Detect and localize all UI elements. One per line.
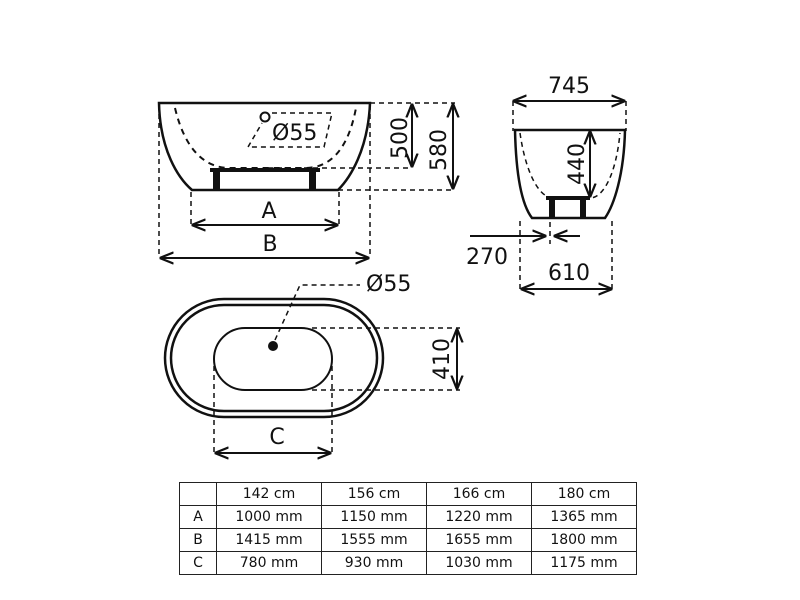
top-view-extension-lines [213,327,460,455]
table-row: B 1415 mm 1555 mm 1655 mm 1800 mm [179,528,637,552]
table-cell: 1000 mm [216,505,322,529]
label-610: 610 [548,261,590,286]
table-cell: 1555 mm [321,528,427,552]
table-row-label: A [179,505,217,529]
end-view-foot-right [580,199,586,217]
table-header-cell: 142 cm [216,482,322,506]
label-b: B [262,232,277,257]
label-270: 270 [466,245,508,270]
top-view [163,284,460,455]
table-cell: 1030 mm [426,551,532,575]
end-view-tub-outline [513,128,627,220]
end-view-inner-basin [519,132,621,199]
table-header-cell: 166 cm [426,482,532,506]
top-view-drain-diameter: Ø55 [366,272,411,297]
top-view-drain-hole [268,341,278,351]
top-view-outer-rim [163,297,385,419]
table-cell: 1655 mm [426,528,532,552]
table-row: A 1000 mm 1150 mm 1220 mm 1365 mm [179,505,637,529]
table-cell: 1175 mm [531,551,637,575]
table-cell: 1150 mm [321,505,427,529]
table-cell: 930 mm [321,551,427,575]
table-header-corner [179,482,217,506]
side-view-drain-callout [246,112,333,148]
table-row: C 780 mm 930 mm 1030 mm 1175 mm [179,551,637,575]
side-view-overflow-hole [259,111,271,123]
side-view-foot-left [213,171,220,189]
label-745: 745 [548,74,590,99]
label-500: 500 [388,117,413,159]
label-a: A [261,199,276,224]
top-view-rim-inner-edge [169,303,379,413]
table-row-label: B [179,528,217,552]
top-view-drain-callout [274,284,360,341]
label-440: 440 [565,143,590,185]
table-cell: 1365 mm [531,505,637,529]
table-header-cell: 156 cm [321,482,427,506]
side-view-drain-diameter: Ø55 [272,121,317,146]
table-cell: 780 mm [216,551,322,575]
side-view-extension-lines [158,102,455,258]
table-cell: 1220 mm [426,505,532,529]
table-cell: 1415 mm [216,528,322,552]
label-c: C [269,425,284,450]
label-410: 410 [430,338,455,380]
top-view-basin [213,327,333,391]
table-header-row: 142 cm 156 cm 166 cm 180 cm [179,482,637,506]
side-view [157,101,455,258]
side-view-foot-right [309,171,316,189]
side-view-inner-basin [174,107,357,169]
size-table: 142 cm 156 cm 166 cm 180 cm A 1000 mm 11… [179,482,637,575]
end-view [470,101,627,292]
end-view-foot-left [549,199,555,217]
table-row-label: C [179,551,217,575]
label-580: 580 [427,129,452,171]
table-header-cell: 180 cm [531,482,637,506]
table-cell: 1800 mm [531,528,637,552]
